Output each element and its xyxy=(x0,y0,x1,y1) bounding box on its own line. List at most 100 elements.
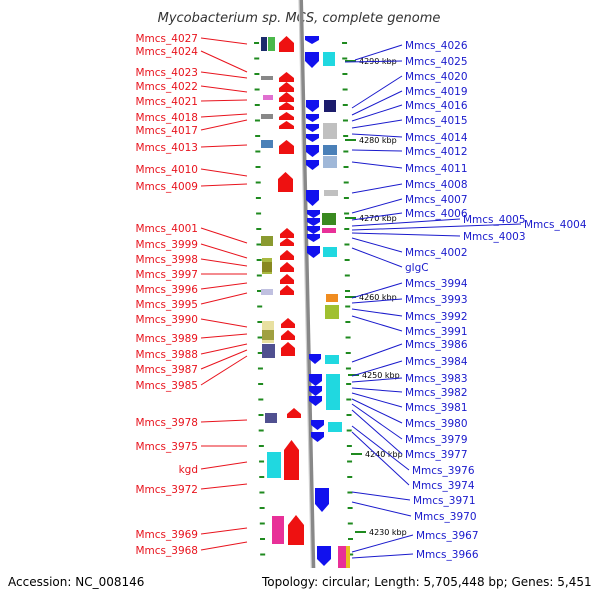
reverse-gene-arrow xyxy=(309,396,322,406)
reverse-gene-arrow xyxy=(307,246,320,258)
right-leader-line xyxy=(351,237,403,253)
right-gene-label: Mmcs_3977 xyxy=(405,449,468,461)
right-leader-line xyxy=(351,298,403,304)
right-leader-line xyxy=(344,60,403,63)
right-leader-line xyxy=(351,212,403,221)
reverse-gene-arrow xyxy=(309,354,321,364)
forward-gene-arrow xyxy=(279,140,294,154)
right-gene-label: Mmcs_3992 xyxy=(405,311,468,323)
left-gene-label: Mmcs_4023 xyxy=(135,67,198,79)
right-leader-line xyxy=(351,387,403,393)
right-leader-line xyxy=(354,44,403,61)
left-leader-line xyxy=(200,419,248,423)
reverse-gene-arrow xyxy=(311,432,324,442)
left-gene-labels: Mmcs_4027Mmcs_4024Mmcs_4023Mmcs_4022Mmcs… xyxy=(135,33,248,557)
forward-gene-arrow xyxy=(279,36,294,52)
forward-gene-block xyxy=(262,330,274,340)
forward-gene-arrow xyxy=(279,82,294,92)
left-gene-label: Mmcs_4017 xyxy=(135,125,198,137)
left-gene-label: Mmcs_3998 xyxy=(135,254,198,266)
left-leader-line xyxy=(200,483,248,490)
left-leader-line xyxy=(200,527,248,535)
left-leader-line xyxy=(200,71,248,79)
right-gene-label: Mmcs_3991 xyxy=(405,326,468,338)
forward-gene-arrow xyxy=(279,92,294,102)
scale-label: 4260 kbp xyxy=(359,293,397,302)
forward-gene-block xyxy=(268,37,275,51)
left-gene-label: Mmcs_4010 xyxy=(135,164,198,176)
left-gene-label: Mmcs_3997 xyxy=(135,269,198,281)
forward-gene-block xyxy=(261,114,273,119)
scale-label: 4250 kbp xyxy=(362,371,400,380)
reverse-gene-arrow xyxy=(307,218,320,226)
reverse-gene-arrow xyxy=(306,124,319,132)
right-leader-line xyxy=(351,491,411,501)
right-gene-label: Mmcs_4008 xyxy=(405,179,468,191)
right-gene-label: Mmcs_3993 xyxy=(405,294,468,306)
left-gene-label: Mmcs_3985 xyxy=(135,380,198,392)
right-leader-line xyxy=(351,247,403,268)
forward-gene-arrow xyxy=(280,238,294,246)
left-gene-label: Mmcs_4009 xyxy=(135,181,198,193)
topology-text: Topology: circular; Length: 5,705,448 bp… xyxy=(261,575,592,589)
right-gene-label: Mmcs_4003 xyxy=(463,231,526,243)
right-leader-line xyxy=(351,75,403,109)
left-leader-line xyxy=(200,144,248,148)
forward-gene-block xyxy=(263,95,273,100)
right-gene-label: Mmcs_3967 xyxy=(416,530,479,542)
right-gene-label: Mmcs_3966 xyxy=(416,549,479,561)
reverse-gene-block xyxy=(324,190,338,196)
forward-gene-arrow xyxy=(280,262,294,272)
right-gene-label: Mmcs_3981 xyxy=(405,402,468,414)
right-gene-label: Mmcs_4012 xyxy=(405,146,468,158)
right-leader-line xyxy=(351,223,522,231)
right-leader-line xyxy=(351,149,403,152)
right-leader-line xyxy=(351,183,403,194)
right-leader-line xyxy=(351,282,403,299)
reverse-gene-block xyxy=(323,156,337,168)
left-gene-label: Mmcs_3988 xyxy=(135,349,198,361)
left-gene-label: Mmcs_3978 xyxy=(135,417,198,429)
right-leader-line xyxy=(351,501,412,517)
right-gene-labels: Mmcs_4026Mmcs_4025Mmcs_4020Mmcs_4019Mmcs… xyxy=(344,40,587,561)
right-gene-label: Mmcs_4016 xyxy=(405,100,468,112)
right-leader-line xyxy=(351,90,403,116)
reverse-gene-block xyxy=(325,355,339,364)
forward-gene-arrow xyxy=(287,408,301,418)
right-gene-label: Mmcs_3982 xyxy=(405,387,468,399)
right-leader-line xyxy=(351,403,403,440)
forward-gene-block xyxy=(261,76,273,80)
right-gene-label: Mmcs_4011 xyxy=(405,163,468,175)
right-leader-line xyxy=(351,431,410,486)
forward-gene-block xyxy=(265,413,277,423)
left-gene-label: Mmcs_4024 xyxy=(135,46,198,58)
genome-backbone xyxy=(298,0,316,600)
right-gene-label: Mmcs_4025 xyxy=(405,56,468,68)
right-leader-line xyxy=(351,198,403,214)
right-gene-label: Mmcs_3971 xyxy=(413,495,476,507)
forward-gene-arrow xyxy=(280,274,294,284)
left-leader-line xyxy=(200,243,248,259)
left-gene-label: Mmcs_3969 xyxy=(135,529,198,541)
right-gene-label: Mmcs_4004 xyxy=(524,219,587,231)
reverse-gene-arrow xyxy=(307,226,320,234)
forward-gene-arrow xyxy=(284,440,299,480)
reverse-gene-arrow xyxy=(306,134,319,142)
left-gene-label: Mmcs_3995 xyxy=(135,299,198,311)
left-leader-line xyxy=(200,119,248,131)
left-gene-label: Mmcs_3987 xyxy=(135,364,198,376)
reverse-gene-block xyxy=(323,52,335,66)
right-leader-line xyxy=(351,218,461,227)
right-gene-label: Mmcs_3983 xyxy=(405,373,468,385)
reverse-gene-arrow xyxy=(315,488,329,512)
right-leader-line xyxy=(351,392,403,408)
forward-gene-arrow xyxy=(278,172,293,192)
right-leader-line xyxy=(351,104,403,122)
forward-gene-arrow xyxy=(279,102,294,110)
reverse-gene-block xyxy=(322,213,336,225)
reverse-gene-arrow xyxy=(309,386,322,396)
footer-background xyxy=(0,568,600,600)
backbone-highlight xyxy=(298,0,313,600)
right-leader-line xyxy=(351,553,414,559)
